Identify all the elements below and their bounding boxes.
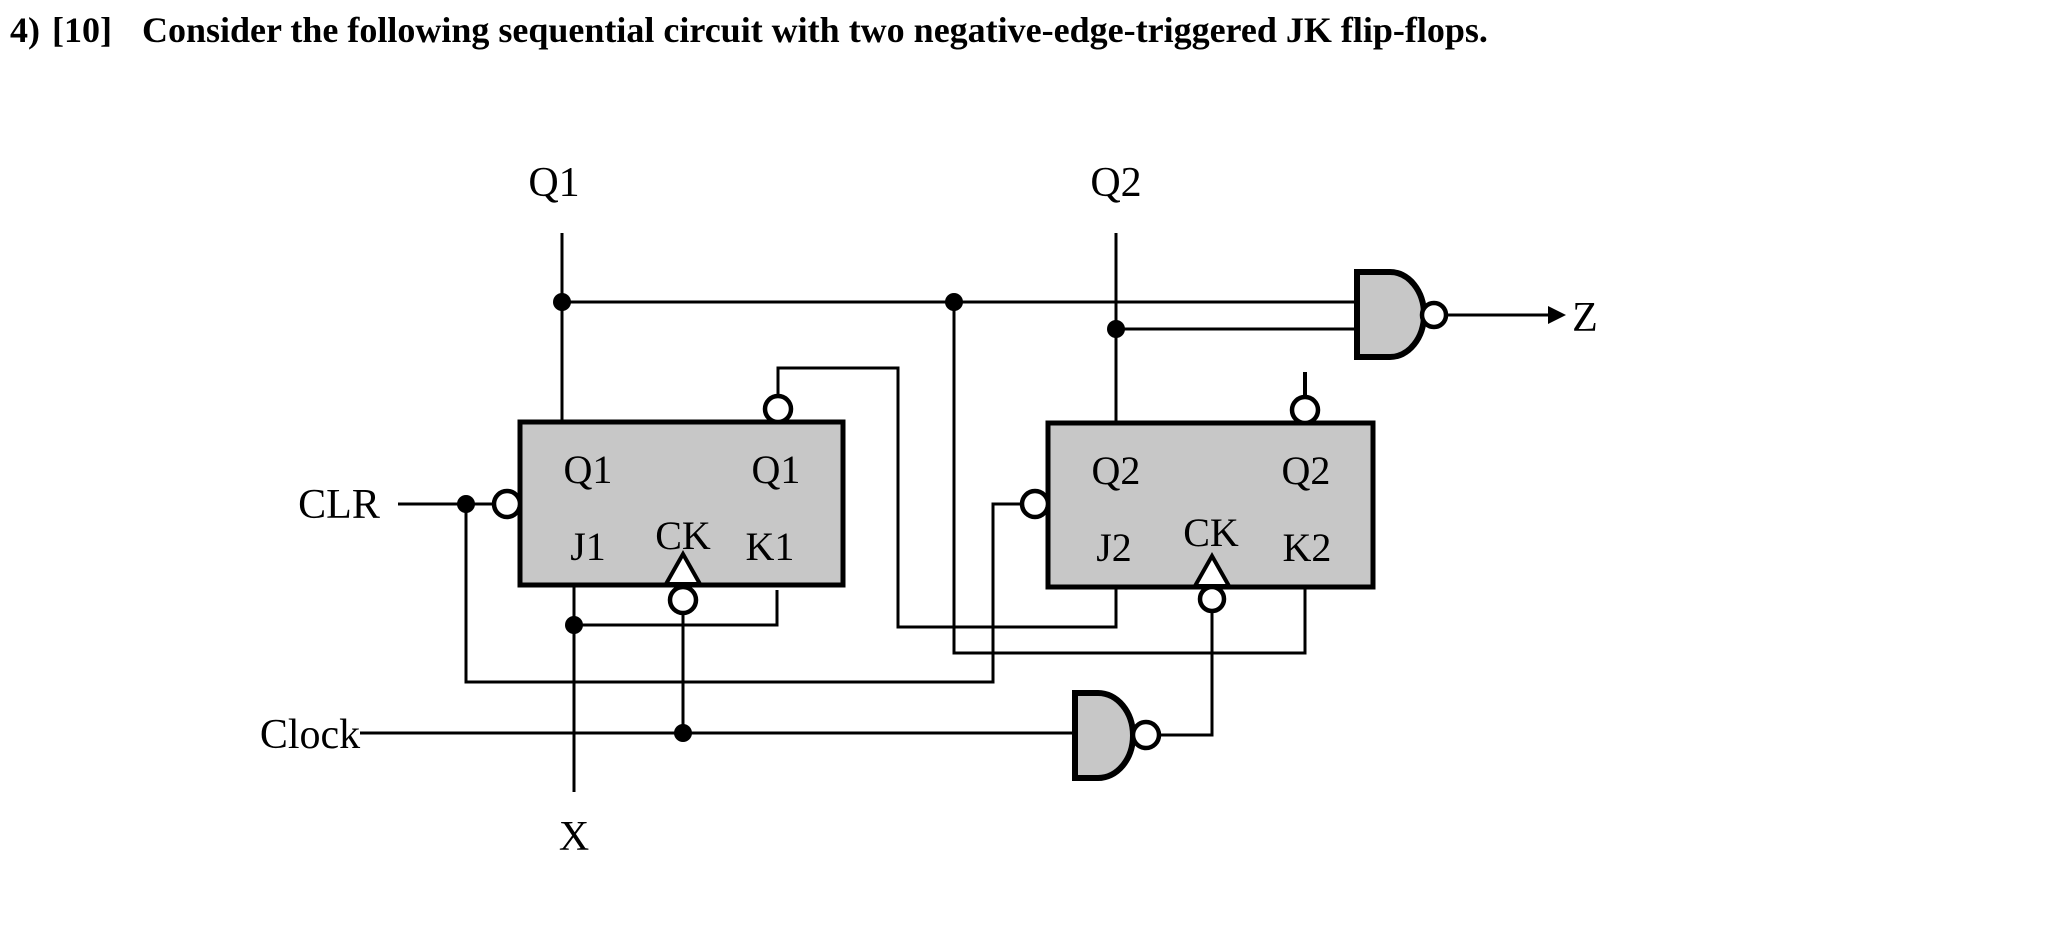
ff1-label-j: J1 [570,524,606,569]
junction-dot [457,495,475,513]
nand-gate-output [1354,269,1427,360]
label-clock: Clock [260,712,360,758]
ff1-label-q: Q1 [564,447,613,492]
label-x: X [559,814,589,860]
label-q1: Q1 [528,160,579,206]
ff2-label-q: Q2 [1092,448,1141,493]
junction-dot [565,616,583,634]
label-z: Z [1572,295,1598,341]
question-text: Consider the following sequential circui… [142,10,1488,50]
ff2-clr-bubble [1019,488,1051,520]
wire-clr-to-ff2 [464,502,1022,684]
junction-dot [553,293,571,311]
label-q2: Q2 [1090,160,1141,206]
ff2-label-k: K2 [1283,525,1332,570]
ff1-clr-bubble [491,488,523,520]
question-points: [10] [52,10,112,50]
wire-x-to-k1 [574,590,779,627]
ff1-ck-bubble [667,584,699,616]
nand-gate-clock [1072,690,1136,781]
wire-q1-to-k2 [952,302,1307,655]
ff2-label-qbar: Q2 [1282,448,1331,493]
wire-nand-to-ck2 [1160,610,1214,737]
ff2-ck-bubble [1197,584,1227,614]
arrow-head [1548,306,1566,324]
ff1-label-k: K1 [746,524,795,569]
nand-clock-bubble [1130,719,1162,751]
ff2-label-ck: CK [1183,510,1239,555]
label-clr: CLR [298,482,380,528]
junction-dot [1107,320,1125,338]
ff1-edge-triangle [662,549,704,586]
ff2-label-j: J2 [1096,525,1132,570]
ff1-label-qbar: Q1 [752,447,801,492]
ff1-label-ck: CK [655,513,711,558]
junction-dot [945,293,963,311]
nand-output-bubble [1419,300,1449,330]
question-title: 4) [10] Consider the following sequential … [10,10,1488,50]
question-number: 4) [10,10,40,50]
junction-dot [674,724,692,742]
ff1-qbar-bubble [762,393,794,425]
wire-q1bar-to-j2 [776,366,1118,629]
ff2-qbar-bubble [1289,394,1321,426]
